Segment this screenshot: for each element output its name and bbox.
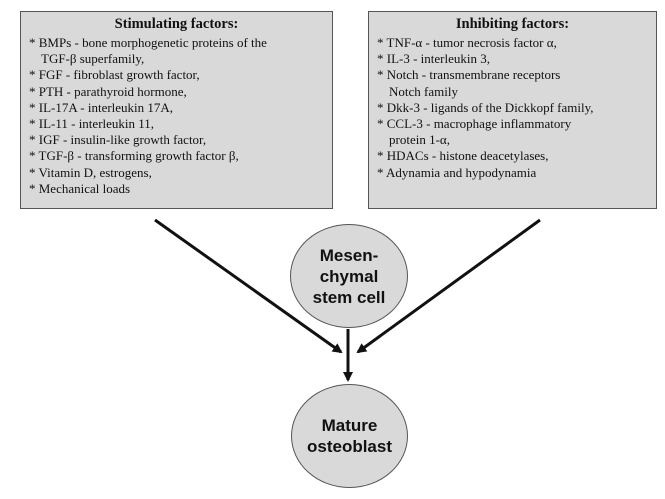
mesenchymal-stem-cell-node: Mesen- chymal stem cell [290, 224, 408, 328]
list-item-continuation: TGF-β superfamily, [41, 51, 145, 67]
list-item-text: IL-11 - interleukin 11, [38, 116, 155, 132]
list-item-text: IGF - insulin-like growth factor, [38, 132, 207, 148]
list-item: IGF - insulin-like growth factor, [27, 132, 326, 148]
node-label-line: osteoblast [306, 437, 393, 456]
arrow-inhibiting-to-junction [356, 218, 541, 354]
mature-osteoblast-node: Mature osteoblast [291, 384, 408, 488]
inhibiting-factors-title: Inhibiting factors: [455, 16, 570, 32]
node-label-line: stem cell [312, 287, 386, 307]
inhibiting-factors-list: TNF-α - tumor necrosis factor α, IL-3 - … [375, 35, 650, 181]
list-item-text: IL-3 - interleukin 3, [386, 51, 490, 67]
list-item-text: TGF-β - transforming growth factor β, [38, 148, 239, 164]
list-item-text: BMPs - bone morphogenetic proteins of th… [38, 35, 267, 50]
list-item-text: Notch - transmembrane receptors [386, 67, 561, 83]
list-item: BMPs - bone morphogenetic proteins of th… [27, 35, 326, 67]
list-item-text: TNF-α - tumor necrosis factor α, [386, 35, 557, 50]
list-item: Vitamin D, estrogens, [27, 165, 326, 181]
list-item: Dkk-3 - ligands of the Dickkopf family, [375, 100, 650, 116]
inhibiting-factors-box: Inhibiting factors: TNF-α - tumor necros… [368, 11, 657, 209]
list-item: IL-11 - interleukin 11, [27, 116, 326, 132]
list-item: TNF-α - tumor necrosis factor α, [375, 35, 650, 51]
arrow-stimulating-to-junction [154, 218, 343, 354]
stimulating-factors-box: Stimulating factors: BMPs - bone morphog… [20, 11, 333, 209]
list-item: PTH - parathyroid hormone, [27, 84, 326, 100]
list-item: Adynamia and hypodynamia [375, 165, 650, 181]
list-item: IL-17A - interleukin 17A, [27, 100, 326, 116]
node-label-line: Mature [321, 416, 378, 435]
list-item-text: PTH - parathyroid hormone, [38, 83, 187, 99]
list-item-text: FGF - fibroblast growth factor, [38, 67, 200, 83]
node-label-line: chymal [319, 266, 379, 286]
node-label-line: Mesen- [319, 245, 379, 265]
list-item: FGF - fibroblast growth factor, [27, 67, 326, 83]
list-item-text: Adynamia and hypodynamia [386, 164, 537, 180]
list-item: TGF-β - transforming growth factor β, [27, 148, 326, 164]
list-item-text: Mechanical loads [38, 180, 131, 196]
list-item-text: CCL-3 - macrophage inflammatory [386, 116, 572, 132]
stimulating-factors-list: BMPs - bone morphogenetic proteins of th… [27, 35, 326, 197]
list-item-continuation: Notch family [389, 83, 458, 99]
list-item-continuation: protein 1-α, [389, 132, 450, 148]
list-item-text: IL-17A - interleukin 17A, [38, 99, 174, 115]
stimulating-factors-title: Stimulating factors: [114, 16, 239, 32]
list-item: Mechanical loads [27, 181, 326, 197]
list-item: IL-3 - interleukin 3, [375, 51, 650, 67]
list-item: HDACs - histone deacetylases, [375, 148, 650, 164]
list-item-text: Dkk-3 - ligands of the Dickkopf family, [386, 99, 594, 115]
list-item-text: HDACs - histone deacetylases, [386, 148, 549, 164]
list-item-text: Vitamin D, estrogens, [38, 164, 152, 180]
